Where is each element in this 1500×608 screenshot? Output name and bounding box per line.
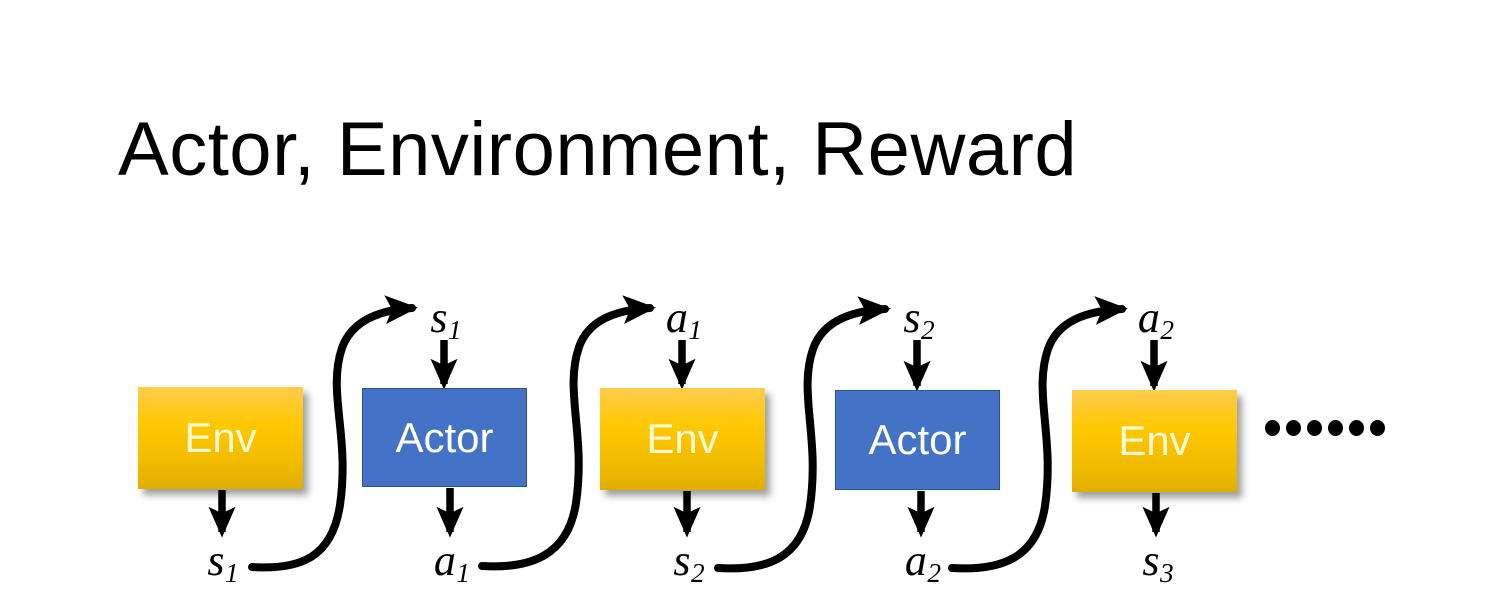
ellipsis-dot	[1286, 420, 1301, 436]
label-state-s3-bottom: s3	[1142, 536, 1174, 589]
label-action-a1-bottom: a1	[433, 536, 471, 589]
ellipsis-dot	[1265, 420, 1280, 436]
block-label: Env	[1118, 417, 1191, 464]
block-env-1[interactable]: Env	[138, 387, 303, 489]
page-title: Actor, Environment, Reward	[118, 107, 1078, 192]
ellipsis-dot	[1349, 420, 1364, 436]
block-label: Actor	[395, 413, 494, 461]
block-env-2[interactable]: Env	[600, 388, 765, 490]
label-action-a1-top: a1	[665, 293, 703, 346]
connector-a1-to-env-2	[478, 295, 656, 571]
ellipsis-dot	[1370, 420, 1385, 436]
block-env-3[interactable]: Env	[1072, 390, 1237, 492]
block-label: Env	[184, 414, 257, 461]
connector-s1-to-actor-1	[248, 295, 418, 572]
label-state-s1-bottom: s1	[207, 536, 239, 589]
label-state-s2-top: s2	[903, 293, 935, 346]
label-action-a2-bottom: a2	[904, 536, 942, 589]
label-state-s2-bottom: s2	[673, 536, 705, 589]
label-state-s1-top: s1	[430, 293, 462, 346]
block-actor-2[interactable]: Actor	[835, 390, 1000, 490]
ellipsis-dot	[1307, 420, 1322, 436]
block-label: Env	[646, 415, 719, 462]
block-actor-1[interactable]: Actor	[362, 388, 527, 487]
continuation-ellipsis	[1265, 420, 1385, 436]
connector-s2-to-actor-2	[714, 296, 891, 573]
connector-a2-to-env-3	[948, 296, 1128, 573]
block-label: Actor	[868, 416, 967, 463]
ellipsis-dot	[1328, 420, 1343, 436]
label-action-a2-top: a2	[1137, 293, 1175, 346]
